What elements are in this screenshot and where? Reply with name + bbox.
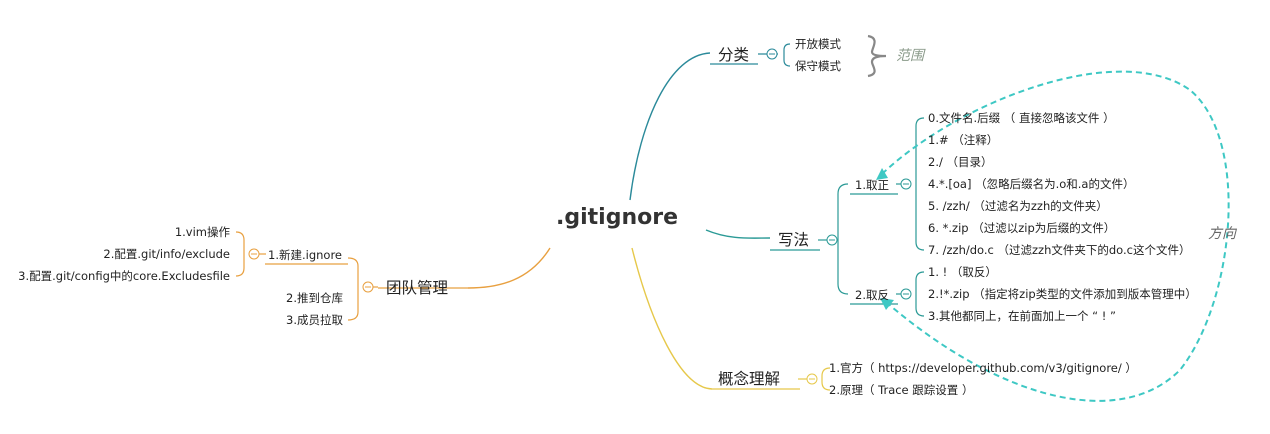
team-item-pull[interactable]: 3.成员拉取 <box>286 313 343 327</box>
direction-note: 方向 <box>1208 226 1238 242</box>
collapse-syntax-button[interactable] <box>826 234 838 246</box>
concept-item-official[interactable]: 1.官方（ https://developer.github.com/v3/gi… <box>829 361 1137 375</box>
negative-item-1[interactable]: 2.!*.zip （指定将zip类型的文件添加到版本管理中） <box>928 287 1197 301</box>
direction-dashed-curve <box>881 70 1230 402</box>
bracket-new-ignore <box>235 231 245 277</box>
positive-item-5[interactable]: 6. *.zip （过滤以zip为后缀的文件） <box>928 221 1115 235</box>
bracket-category <box>783 43 791 67</box>
connector-root-team <box>467 247 551 289</box>
bracket-syntax <box>837 183 849 295</box>
positive-item-6[interactable]: 7. /zzh/do.c （过滤zzh文件夹下的do.c这个文件） <box>928 243 1190 257</box>
team-item-push[interactable]: 2.推到仓库 <box>286 291 343 305</box>
positive-item-0[interactable]: 0.文件名.后缀 （ 直接忽略该文件 ） <box>928 111 1115 125</box>
direction-arrow <box>876 70 1230 402</box>
bracket-team <box>347 257 359 321</box>
concept-label[interactable]: 概念理解 <box>718 369 780 388</box>
new-ignore-item-exclude[interactable]: 2.配置.git/info/exclude <box>103 247 230 261</box>
positive-item-3[interactable]: 4.*.[oa] （忽略后缀名为.o和.a的文件） <box>928 177 1134 191</box>
positive-item-1[interactable]: 1.# （注释） <box>928 133 998 147</box>
range-brace-icon <box>867 34 887 78</box>
bracket-positive <box>915 117 925 251</box>
positive-item-2[interactable]: 2./ （目录） <box>928 155 993 169</box>
new-ignore-item-config[interactable]: 3.配置.git/config中的core.Excludesfile <box>18 269 230 283</box>
collapse-markers <box>248 48 912 385</box>
bracket-concept <box>821 367 831 391</box>
connector-root-category <box>629 52 711 201</box>
positive-item-4[interactable]: 5. /zzh/ （过滤名为zzh的文件夹） <box>928 199 1108 213</box>
root-node[interactable]: .gitignore <box>556 205 678 230</box>
category-item-conservative[interactable]: 保守模式 <box>795 59 841 73</box>
collapse-concept-button[interactable] <box>806 373 818 385</box>
category-label[interactable]: 分类 <box>718 46 749 64</box>
range-note: 范围 <box>896 48 926 64</box>
root-label: .gitignore <box>556 205 678 230</box>
connector-root-syntax <box>705 229 771 239</box>
negative-item-2[interactable]: 3.其他都同上，在前面加上一个 “ ! ” <box>928 309 1116 323</box>
collapse-team-button[interactable] <box>362 281 374 293</box>
collapse-category-button[interactable] <box>766 48 778 60</box>
new-ignore-item-vim[interactable]: 1.vim操作 <box>175 225 231 239</box>
collapse-negative-button[interactable] <box>900 288 912 300</box>
negative-item-0[interactable]: 1. ! （取反） <box>928 265 997 279</box>
team-label[interactable]: 团队管理 <box>386 279 448 297</box>
collapse-new-ignore-button[interactable] <box>248 248 260 260</box>
connector-root-concept <box>631 247 713 390</box>
syntax-negative-label[interactable]: 2.取反 <box>855 288 889 302</box>
concept-item-principle[interactable]: 2.原理（ Trace 跟踪设置 ） <box>829 383 973 397</box>
category-item-open[interactable]: 开放模式 <box>795 37 841 51</box>
syntax-label[interactable]: 写法 <box>778 231 809 249</box>
syntax-positive-label[interactable]: 1.取正 <box>855 178 889 192</box>
bracket-negative <box>915 271 925 317</box>
collapse-positive-button[interactable] <box>900 178 912 190</box>
direction-arrowhead-top <box>876 168 888 180</box>
connectors <box>235 43 925 391</box>
direction-arrowhead-bottom <box>880 298 894 310</box>
team-new-ignore-label[interactable]: 1.新建.ignore <box>268 248 342 262</box>
